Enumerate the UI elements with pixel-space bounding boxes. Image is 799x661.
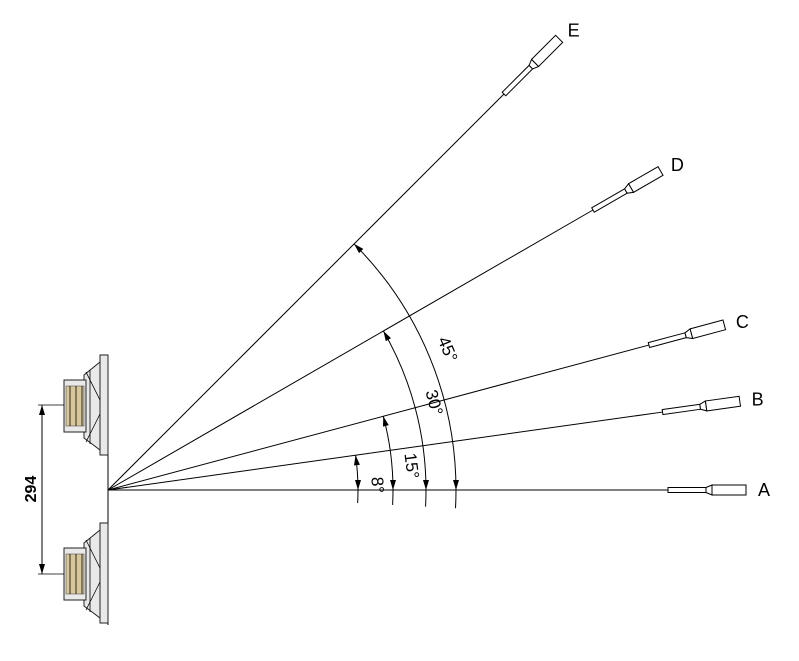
mic-label-d: D [671,155,684,175]
speaker-lower [63,522,109,624]
mic-d [591,165,664,213]
mic-label-e: E [568,20,580,40]
angle-label-45: 45° [434,334,461,365]
ray-b [107,411,663,491]
angle-label-8: 8° [367,476,387,494]
ray-e [107,93,505,491]
arc-8: 8° [353,455,387,504]
mic-b [661,395,742,416]
mic-c [647,319,727,349]
dimension-label: 294 [23,476,40,503]
mic-label-c: C [736,312,749,332]
mic-label-a: A [758,480,770,500]
mic-a [667,484,747,496]
microphones: A B C D E [501,20,770,500]
speaker-upper [63,354,109,456]
angle-label-30: 30° [421,388,446,418]
angle-arcs: 8° 15° 30° 45° [353,243,461,509]
dimension-294: 294 [23,404,64,575]
ray-d [107,209,594,491]
arc-15: 15° [382,416,423,505]
mic-e [501,34,564,97]
measurement-rays [107,93,668,491]
angle-label-15: 15° [400,452,422,480]
mic-label-b: B [752,390,764,410]
ray-c [107,344,650,491]
